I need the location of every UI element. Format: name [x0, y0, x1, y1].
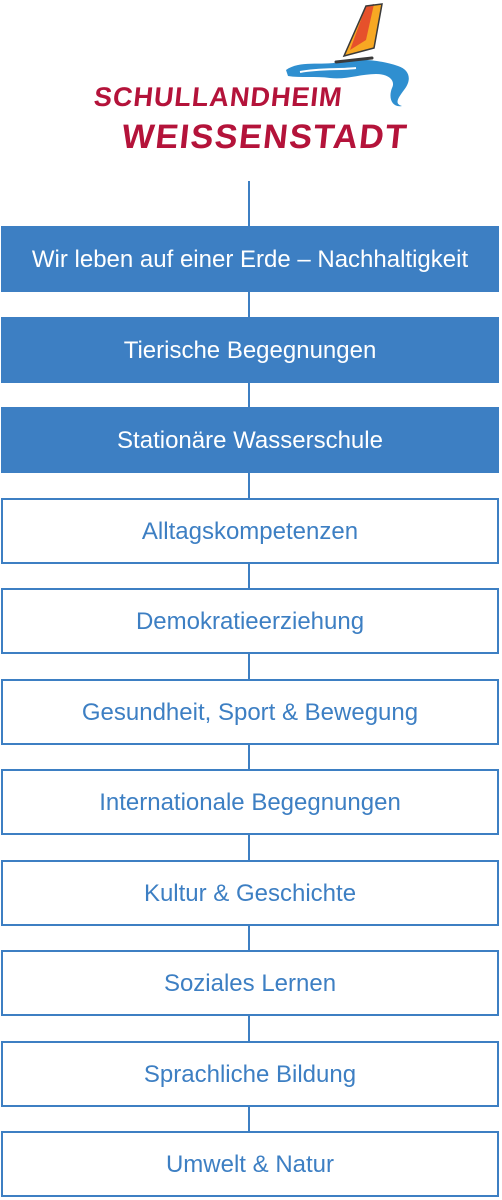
topic-box[interactable]: Gesundheit, Sport & Bewegung — [1, 679, 499, 745]
topic-label: Tierische Begegnungen — [123, 336, 377, 364]
topic-label: Soziales Lernen — [163, 969, 337, 997]
topic-label: Gesundheit, Sport & Bewegung — [81, 698, 419, 726]
topic-label: Internationale Begegnungen — [99, 788, 401, 816]
windsurfer-on-lake-icon — [286, 3, 409, 107]
topic-box[interactable]: Internationale Begegnungen — [1, 769, 499, 835]
topic-box[interactable]: Demokratieerziehung — [1, 588, 499, 654]
topic-label: Demokratieerziehung — [135, 607, 365, 635]
topic-label: Alltagskompetenzen — [141, 517, 359, 545]
topic-box[interactable]: Umwelt & Natur — [1, 1131, 499, 1197]
topic-label: Sprachliche Bildung — [143, 1060, 357, 1088]
logo-text-line1: SCHULLANDHEIM — [92, 82, 345, 112]
topic-box[interactable]: Wir leben auf einer Erde – Nachhaltigkei… — [1, 226, 499, 292]
topic-box[interactable]: Stationäre Wasserschule — [1, 407, 499, 473]
topic-box[interactable]: Kultur & Geschichte — [1, 860, 499, 926]
topic-label: Umwelt & Natur — [165, 1150, 335, 1178]
topic-box[interactable]: Soziales Lernen — [1, 950, 499, 1016]
topic-box[interactable]: Tierische Begegnungen — [1, 317, 499, 383]
topic-label: Stationäre Wasserschule — [117, 426, 383, 454]
logo-text-line2: WEISSENSTADT — [120, 118, 410, 156]
connector-line — [248, 181, 250, 1141]
topic-box[interactable]: Alltagskompetenzen — [1, 498, 499, 564]
topic-label: Wir leben auf einer Erde – Nachhaltigkei… — [31, 245, 469, 273]
topic-box[interactable]: Sprachliche Bildung — [1, 1041, 499, 1107]
logo[interactable]: SCHULLANDHEIM WEISSENSTADT — [0, 0, 502, 170]
topic-label: Kultur & Geschichte — [143, 879, 357, 907]
